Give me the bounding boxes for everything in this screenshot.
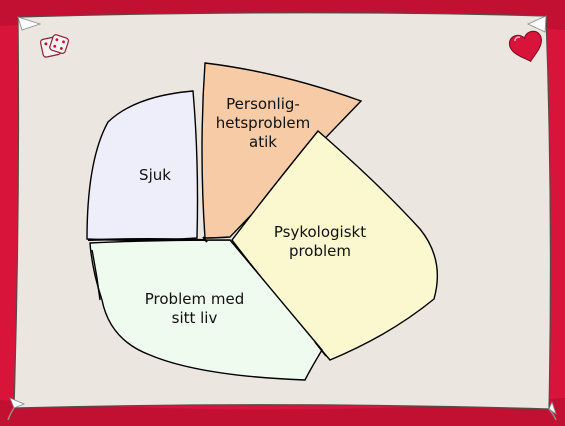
heart-icon	[508, 30, 542, 63]
label-livet: Problem med sitt liv	[144, 290, 245, 327]
label-personlighet: Personlig- hetsproblem atik	[215, 95, 311, 151]
segment-livet	[89, 239, 323, 381]
segment-personlighet	[201, 62, 363, 239]
label-sjuk: Sjuk	[139, 166, 171, 184]
segment-sjuk	[86, 90, 199, 241]
dice-icon	[39, 34, 70, 58]
label-psykologiskt: Psykologiskt problem	[273, 223, 367, 260]
